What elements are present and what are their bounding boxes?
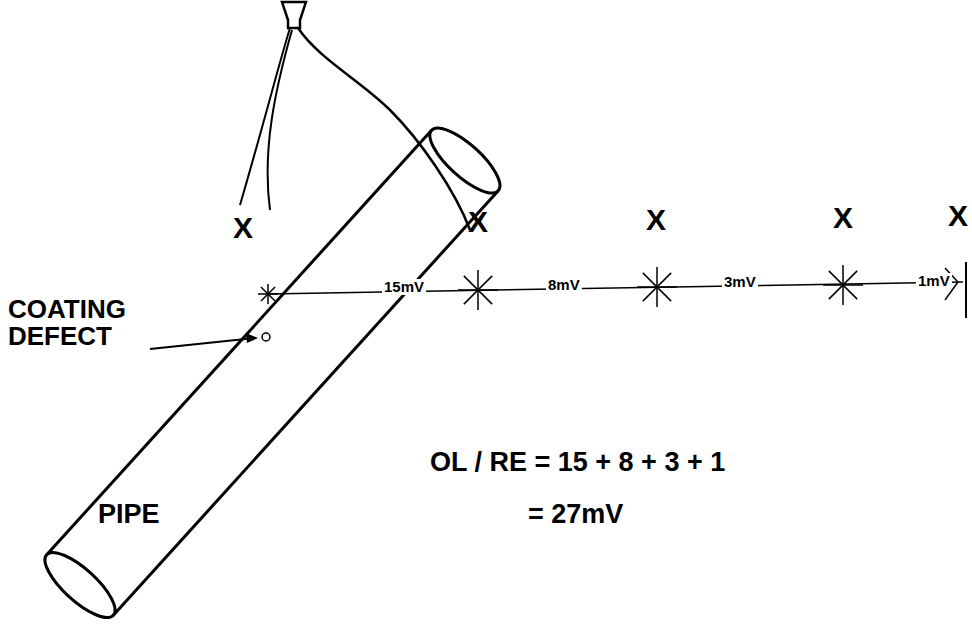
defect-label: COATING DEFECT	[8, 296, 158, 351]
voltage-reading: 15mV	[382, 279, 426, 295]
formula-result: = 27mV	[528, 500, 623, 528]
electrode-x: X	[646, 204, 666, 236]
electrode-mark	[643, 273, 671, 301]
voltage-reading: 8mV	[546, 277, 582, 293]
electrode-mark	[829, 271, 857, 299]
electrode-x: X	[833, 202, 853, 234]
voltmeter	[282, 2, 306, 28]
electrode-x: X	[233, 212, 253, 244]
voltage-reading: 1mV	[916, 273, 952, 289]
formula: OL / RE = 15 + 8 + 3 + 1	[430, 448, 725, 476]
electrode-x: X	[468, 206, 488, 238]
electrode-x: X	[948, 200, 968, 232]
voltage-reading: 3mV	[722, 274, 758, 290]
pipe	[36, 118, 509, 627]
electrode-mark	[464, 276, 492, 304]
pipe-label: PIPE	[98, 500, 160, 528]
electrode-mark	[261, 287, 275, 301]
